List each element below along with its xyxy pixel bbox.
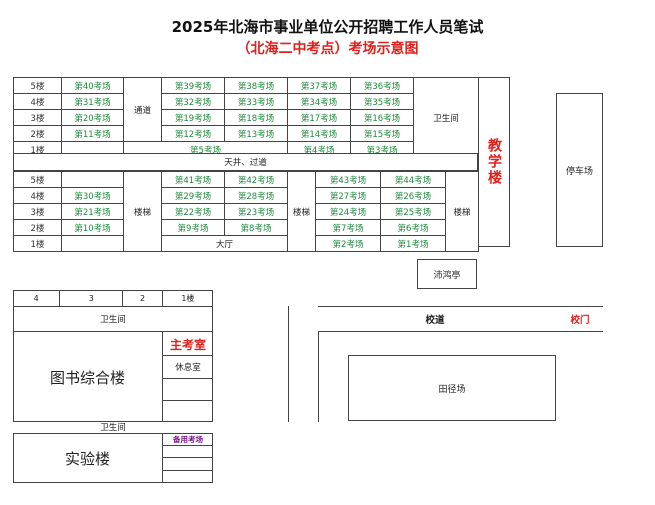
exam-room: 第9考场 [161,219,225,236]
exam-room: 第22考场 [161,203,225,220]
divider [162,457,213,458]
floor-label: 2 [123,290,163,306]
exam-room: 第16考场 [350,109,414,126]
parking-lot: 停车场 [556,93,603,247]
lower-building-table: 5楼 楼梯 第41考场 第42考场 楼梯 第43考场 第44考场 楼梯 4楼 第… [13,171,479,252]
lab-building [13,433,213,483]
exam-room: 第29考场 [161,187,225,204]
library-toilet-bottom: 卫生间 [100,423,126,433]
exam-room: 第14考场 [287,125,351,142]
passage: 通道 [123,77,162,142]
exam-room: 第40考场 [61,77,124,94]
road-edge-line [288,306,289,422]
road-side-line [318,331,319,422]
divider [162,470,213,471]
exam-room: 第26考场 [380,187,446,204]
road-bottom-line [318,331,603,332]
exam-room: 第17考场 [287,109,351,126]
campus-road-label: 校道 [425,315,445,326]
page-subtitle: （北海二中考点）考场示意图 [236,41,419,57]
rest-room: 休息室 [175,363,201,373]
exam-room: 第33考场 [224,93,288,110]
exam-room: 第30考场 [61,187,124,204]
exam-room: 第42考场 [224,171,288,188]
library-name: 图书综合楼 [49,368,125,387]
stairs: 楼梯 [287,171,316,252]
floor-label: 3楼 [13,109,62,126]
exam-room: 第10考场 [61,219,124,236]
exam-room: 第39考场 [161,77,225,94]
hall: 大厅 [161,235,288,252]
floor-label: 4楼 [13,187,62,204]
main-exam-room: 主考室 [169,337,206,352]
school-gate-label: 校门 [570,315,590,326]
exam-room: 第43考场 [315,171,381,188]
exam-room: 第21考场 [61,203,124,220]
exam-room: 第32考场 [161,93,225,110]
floor-label: 2楼 [13,125,62,142]
floor-label: 5楼 [13,171,62,188]
exam-room: 第36考场 [350,77,414,94]
exam-room: 第12考场 [161,125,225,142]
exam-room: 第38考场 [224,77,288,94]
exam-room: 第13考场 [224,125,288,142]
corridor: 天井、过道 [13,153,478,171]
divider [162,378,213,379]
exam-room: 第25考场 [380,203,446,220]
floor-label: 3楼 [13,203,62,220]
track-field: 田径场 [348,355,556,421]
exam-room-empty [61,235,124,252]
stairs: 楼梯 [123,171,162,252]
library-toilet: 卫生间 [100,315,126,325]
exam-room: 第2考场 [315,235,381,252]
backup-exam-room: 备用考场 [173,435,203,444]
lab-name: 实验楼 [64,449,110,468]
exam-room: 第18考场 [224,109,288,126]
divider [162,400,213,401]
divider [162,445,213,446]
toilet: 卫生间 [413,77,479,158]
divider [162,331,163,422]
floor-label: 2楼 [13,219,62,236]
library-floor-row: 4 3 2 1楼 [13,290,213,306]
exam-room: 第11考场 [61,125,124,142]
exam-room: 第27考场 [315,187,381,204]
exam-room: 第37考场 [287,77,351,94]
floor-label: 5楼 [13,77,62,94]
page-title: 2025年北海市事业单位公开招聘工作人员笔试 [171,18,484,36]
exam-room-empty [61,171,124,188]
divider [162,355,213,356]
exam-room: 第44考场 [380,171,446,188]
exam-room: 第8考场 [224,219,288,236]
exam-room: 第24考场 [315,203,381,220]
exam-room: 第41考场 [161,171,225,188]
divider [13,306,213,307]
floor-label: 4 [13,290,61,306]
floor-label: 3 [60,290,124,306]
exam-room: 第34考场 [287,93,351,110]
exam-room: 第23考场 [224,203,288,220]
exam-room: 第6考场 [380,219,446,236]
exam-room: 第7考场 [315,219,381,236]
floor-label: 1楼 [13,235,62,252]
floor-label: 4楼 [13,93,62,110]
upper-building-table: 5楼 第40考场 通道 第39考场 第38考场 第37考场 第36考场 卫生间 … [13,77,479,158]
exam-room: 第1考场 [380,235,446,252]
divider [13,331,213,332]
exam-room: 第28考场 [224,187,288,204]
floor-label: 1楼 [181,293,195,303]
exam-room: 第31考场 [61,93,124,110]
divider [162,433,163,483]
road-top-line [318,306,603,307]
teaching-building: 教学楼 [478,77,510,247]
exam-room: 第35考场 [350,93,414,110]
exam-room: 第19考场 [161,109,225,126]
exam-room: 第20考场 [61,109,124,126]
pavilion: 沛鸿亭 [417,259,477,289]
teaching-building-label: 教学楼 [486,138,502,186]
exam-room: 第15考场 [350,125,414,142]
stairs: 楼梯 [445,171,479,252]
